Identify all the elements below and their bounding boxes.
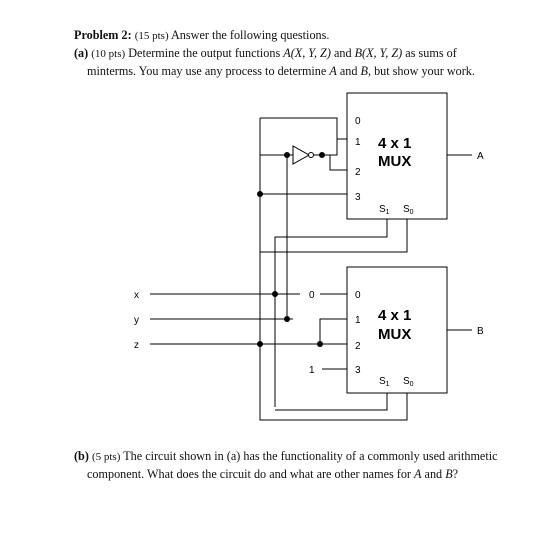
part-a-text: Determine the output functions — [128, 46, 284, 60]
part-b-line1: The circuit shown in (a) has the functio… — [123, 449, 498, 463]
mux-top-title1: 4 x 1 — [378, 135, 411, 152]
problem-title: Problem 2: — [74, 28, 132, 42]
inverter-gate — [292, 145, 314, 165]
var-a: A — [329, 64, 337, 78]
mux-bottom-in1: 1 — [355, 315, 361, 326]
const-zero-label: 0 — [309, 290, 315, 301]
mux-top-box — [346, 92, 448, 220]
mux-top-in1: 1 — [355, 137, 361, 148]
and-word: and — [330, 46, 355, 60]
part-a-line2-end: , but show your work. — [367, 64, 475, 78]
input-label-y: y — [134, 315, 139, 326]
mux-top-s0: S0 — [403, 204, 414, 216]
func-b: B(X, Y, Z) — [354, 46, 403, 60]
mux-top-title2: MUX — [378, 153, 411, 170]
top-in1-wire — [260, 117, 347, 140]
top-s0-wire — [260, 219, 408, 253]
problem-points: (15 pts) — [134, 30, 169, 42]
part-b-label: (b) — [74, 449, 89, 463]
part-a-line2: minterms. You may use any process to det… — [87, 64, 330, 78]
wires — [150, 92, 472, 421]
input-label-z: z — [134, 340, 139, 351]
mux-top-in3: 3 — [355, 192, 361, 203]
part-a-line2-mid: and — [336, 64, 361, 78]
output-a-label: A — [477, 151, 484, 162]
const-one-label: 1 — [309, 365, 315, 376]
part-a-text-end: as sums of — [402, 46, 457, 60]
inv-branch — [330, 139, 338, 156]
part-b-var-b: B — [445, 467, 453, 481]
mux-bottom-in3: 3 — [355, 365, 361, 376]
mux-bottom-title1: 4 x 1 — [378, 307, 411, 324]
output-b-label: B — [477, 326, 484, 337]
part-b-points: (5 pts) — [91, 451, 121, 463]
top-s1-wire — [274, 219, 388, 294]
mux-bottom-s1: S1 — [379, 376, 390, 388]
mux-top-in2: 2 — [355, 167, 361, 178]
bottom-s0-wire — [259, 344, 408, 421]
part-a-points: (10 pts) — [91, 48, 126, 60]
part-b-var-a: A — [414, 467, 422, 481]
mux-top-in0: 0 — [355, 116, 361, 127]
var-b: B — [360, 64, 368, 78]
mux-top-s1: S1 — [379, 204, 390, 216]
mux-bottom-in2: 2 — [355, 341, 361, 352]
junction-dots — [257, 152, 325, 347]
part-b-line2-end: ? — [452, 467, 459, 481]
bottom-s1-wire — [275, 393, 388, 411]
part-b-text: (b) (5 pts) The circuit shown in (a) has… — [74, 448, 524, 483]
input-label-x: x — [134, 290, 139, 301]
mux-bottom-title2: MUX — [378, 326, 411, 343]
func-a: A(X, Y, Z) — [283, 46, 331, 60]
part-a-label: (a) — [74, 46, 89, 60]
top-in2-wire — [313, 154, 347, 171]
problem-instruction: Answer the following questions. — [171, 28, 330, 42]
problem-text: Problem 2: (15 pts) Answer the following… — [74, 27, 524, 80]
bottom-in1-wire — [292, 318, 347, 345]
part-b-line2: component. What does the circuit do and … — [87, 467, 415, 481]
mux-bottom-in0: 0 — [355, 290, 361, 301]
part-b-line2-mid: and — [421, 467, 446, 481]
mux-bottom-s0: S0 — [403, 376, 414, 388]
